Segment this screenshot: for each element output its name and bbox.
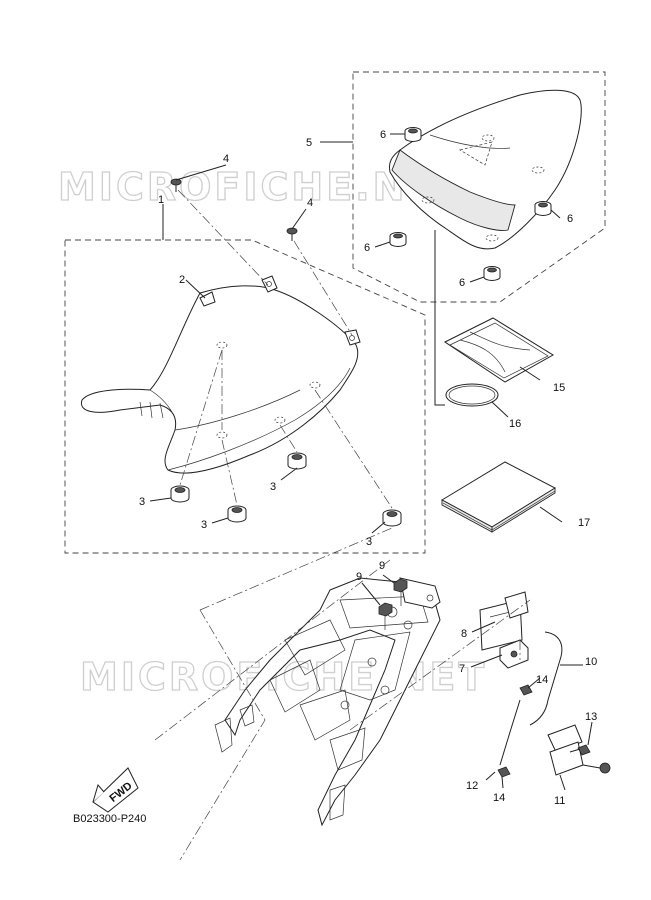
rider-seat (80, 275, 361, 474)
rear-frame (214, 577, 441, 827)
callout-5: 5 (306, 137, 312, 149)
passenger-seat-group-box (352, 71, 606, 303)
callout-13: 13 (585, 711, 597, 723)
callout-6: 6 (567, 213, 573, 225)
fwd-arrow-icon: FWD (92, 767, 139, 813)
callout-12: 12 (466, 780, 478, 792)
callout-9: 9 (379, 560, 385, 572)
callout-9: 9 (356, 571, 362, 583)
damper-3 (287, 452, 307, 470)
leader-line (434, 230, 445, 406)
o-ring-inner (448, 385, 496, 405)
callout-6: 6 (459, 277, 465, 289)
passenger-seat (389, 89, 582, 250)
callout-14: 14 (536, 674, 548, 686)
center-line (314, 389, 393, 509)
center-line (279, 424, 298, 453)
seat-lock (499, 639, 529, 669)
callout-3: 3 (201, 519, 207, 531)
callout-17: 17 (578, 517, 590, 529)
storage-bag (444, 317, 554, 383)
callout-8: 8 (461, 628, 467, 640)
callout-4: 4 (307, 197, 313, 209)
rider-seat-group-box (64, 239, 426, 554)
damper-parts-6 (389, 127, 552, 281)
callout-3: 3 (270, 481, 276, 493)
damper-1 (170, 485, 190, 503)
center-line (179, 349, 223, 486)
callout-1: 1 (158, 194, 164, 206)
callout-10: 10 (585, 656, 597, 668)
cable-rod (499, 699, 521, 766)
damper-parts (170, 452, 402, 527)
damper-4 (382, 509, 402, 527)
damper-6b (534, 201, 552, 216)
nut-9b (393, 578, 408, 593)
center-line (177, 189, 269, 286)
center-line (384, 592, 402, 630)
screw-14b (497, 766, 511, 778)
bolt-4a (170, 178, 182, 192)
callout-6: 6 (380, 129, 386, 141)
cable-holder (547, 724, 611, 776)
callout-7: 7 (459, 663, 465, 675)
owners-manual (440, 461, 557, 533)
callout-3: 3 (139, 496, 145, 508)
callout-15: 15 (553, 382, 565, 394)
callout-14: 14 (493, 792, 505, 804)
bolt-4b (286, 227, 298, 241)
center-line (221, 350, 238, 506)
damper-6d (483, 266, 501, 281)
damper-6c (389, 232, 407, 247)
nut-9a (378, 602, 393, 617)
center-line (349, 599, 531, 731)
diagram-code: B023300-P240 (73, 813, 146, 825)
callout-11: 11 (554, 795, 565, 807)
center-line (199, 527, 393, 611)
callout-16: 16 (509, 418, 521, 430)
o-ring (445, 383, 499, 407)
damper-6a (404, 127, 422, 142)
damper-2 (227, 505, 247, 523)
callout-2: 2 (179, 274, 185, 286)
screw-13 (569, 744, 591, 756)
callout-6: 6 (364, 242, 370, 254)
center-line (179, 609, 266, 861)
leader-lines (149, 133, 593, 791)
callout-3: 3 (366, 536, 372, 548)
center-line (154, 559, 391, 741)
seat-lock-bracket (479, 591, 529, 651)
seat-lock-cable (529, 631, 563, 726)
center-line (293, 240, 353, 336)
callout-4: 4 (223, 153, 229, 165)
